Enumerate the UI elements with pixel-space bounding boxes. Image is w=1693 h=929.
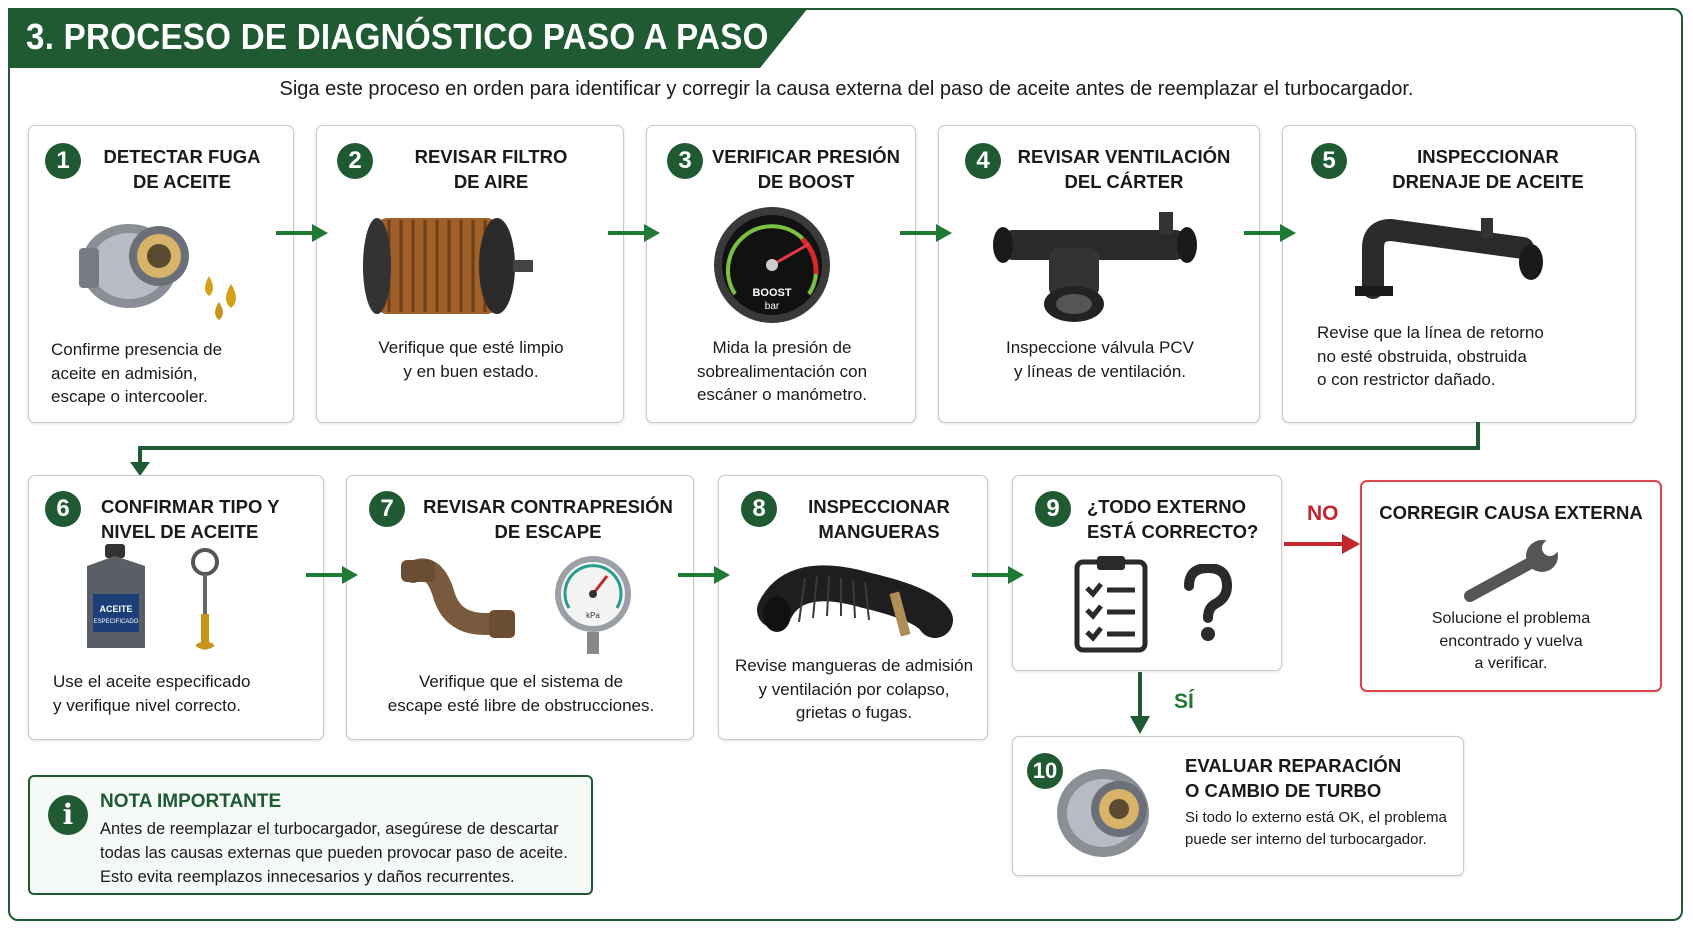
step-card-8: 8 INSPECCIONAR MANGUERAS Revise manguera…	[718, 475, 988, 740]
step-title: INSPECCIONAR DRENAJE DE ACEITE	[1392, 146, 1584, 192]
step-title: REVISAR VENTILACIÓN DEL CÁRTER	[1017, 146, 1231, 192]
flow-arrow-4-5	[1244, 224, 1296, 242]
oil-bottle-dipstick-icon: ACEITE ESPECIFICADO	[87, 544, 219, 650]
step-card-6: 6 CONFIRMAR TIPO Y NIVEL DE ACEITE ACEIT…	[28, 475, 324, 740]
gauge-unit: bar	[765, 301, 780, 312]
step-description: Confirme presencia de aceite en admisión…	[51, 340, 223, 406]
step-number-badge: 10	[1027, 753, 1063, 789]
step-description: Si todo lo externo está OK, el problema …	[1185, 809, 1447, 848]
yes-branch-label: SÍ	[1174, 690, 1194, 713]
step-description: Revise mangueras de admisión y ventilaci…	[734, 656, 974, 722]
step-card-3: 3 VERIFICAR PRESIÓN DE BOOST BOOST bar M…	[646, 125, 916, 423]
title-banner: 3. PROCESO DE DIAGNÓSTICO PASO A PASO	[8, 8, 808, 68]
note-title: NOTA IMPORTANTE	[100, 791, 282, 812]
step-description: Revise que la línea de retorno no esté o…	[1317, 323, 1544, 389]
step-description: Verifique que esté limpio y en buen esta…	[378, 338, 564, 381]
info-icon: i	[48, 795, 88, 835]
note-text: Antes de reemplazar el turbocargador, as…	[100, 820, 568, 886]
step-card-7: 7 REVISAR CONTRAPRESIÓN DE ESCAPE kPa Ve…	[346, 475, 694, 740]
step-card-2: 2 REVISAR FILTRO DE AIRE Verifique que e…	[316, 125, 624, 423]
step-number-badge: 3	[667, 143, 703, 179]
step-number-badge: 6	[45, 491, 81, 527]
step-card-9-decision: 9 ¿TODO EXTERNO ESTÁ CORRECTO?	[1012, 475, 1282, 671]
step-card-1: 1 DETECTAR FUGA DE ACEITE Confirme prese…	[28, 125, 294, 423]
checklist-icon	[1074, 556, 1148, 653]
step-title: INSPECCIONAR MANGUERAS	[808, 496, 950, 542]
boost-gauge-icon: BOOST bar	[714, 207, 830, 323]
turbo-oil-leak-icon	[79, 224, 236, 320]
step-card-4: 4 REVISAR VENTILACIÓN DEL CÁRTER Inspecc…	[938, 125, 1260, 423]
air-filter-icon	[363, 218, 533, 314]
flow-arrow-2-3	[608, 224, 660, 242]
exhaust-pressure-gauge-icon: kPa	[401, 556, 631, 654]
wrench-icon	[1464, 540, 1558, 602]
step-number-badge: 5	[1311, 143, 1347, 179]
step-number-badge: 4	[965, 143, 1001, 179]
flow-arrow-8-9	[972, 566, 1024, 584]
step-title: VERIFICAR PRESIÓN DE BOOST	[711, 146, 901, 192]
correct-box-title: CORREGIR CAUSA EXTERNA	[1379, 502, 1643, 523]
step-number-badge: 9	[1035, 491, 1071, 527]
question-mark-icon	[1184, 564, 1233, 641]
step-number-badge: 2	[337, 143, 373, 179]
no-branch-label: NO	[1307, 502, 1339, 525]
step-title: CONFIRMAR TIPO Y NIVEL DE ACEITE	[101, 496, 280, 542]
step-number-badge: 1	[45, 143, 81, 179]
correct-box-description: Solucione el problema encontrado y vuelv…	[1431, 610, 1591, 672]
turbo-icon	[1057, 769, 1149, 857]
important-note: i NOTA IMPORTANTE Antes de reemplazar el…	[28, 775, 593, 895]
hose-icon	[757, 565, 953, 638]
step-description: Use el aceite especificado y verifique n…	[53, 672, 251, 715]
step-card-10: 10 EVALUAR REPARACIÓN O CAMBIO DE TURBO …	[1012, 736, 1464, 876]
gauge-label: BOOST	[752, 287, 791, 299]
step-title: REVISAR CONTRAPRESIÓN DE ESCAPE	[423, 496, 673, 542]
step-number-badge: 7	[369, 491, 405, 527]
step-card-5: 5 INSPECCIONAR DRENAJE DE ACEITE Revise …	[1282, 125, 1636, 423]
no-branch-arrow	[1284, 534, 1360, 554]
diagram-frame	[8, 8, 1683, 921]
bottle-label: ACEITE	[99, 604, 132, 614]
correct-external-cause-card: CORREGIR CAUSA EXTERNA Solucione el prob…	[1360, 480, 1662, 692]
step-title: ¿TODO EXTERNO ESTÁ CORRECTO?	[1087, 496, 1259, 542]
kpa-label: kPa	[586, 611, 600, 620]
step-title: DETECTAR FUGA DE ACEITE	[103, 146, 261, 192]
flow-arrow-3-4	[900, 224, 952, 242]
flow-arrow-1-2	[276, 224, 328, 242]
step-number-badge: 8	[741, 491, 777, 527]
flow-arrow-6-7	[306, 566, 358, 584]
step-description: Verifique que el sistema de escape esté …	[387, 672, 655, 715]
bottle-sublabel: ESPECIFICADO	[94, 619, 139, 625]
page-title: 3. PROCESO DE DIAGNÓSTICO PASO A PASO	[26, 16, 769, 57]
yes-branch-arrow	[1130, 672, 1150, 734]
step-description: Mida la presión de sobrealimentación con…	[696, 338, 868, 404]
pcv-valve-icon	[993, 212, 1197, 322]
step-title: REVISAR FILTRO DE AIRE	[414, 146, 568, 192]
step-description: Inspeccione válvula PCV y líneas de vent…	[1005, 338, 1195, 381]
page-subtitle: Siga este proceso en orden para identifi…	[279, 78, 1414, 100]
oil-drain-line-icon	[1355, 218, 1543, 299]
flow-connector-5-6	[130, 422, 1480, 476]
step-title: EVALUAR REPARACIÓN O CAMBIO DE TURBO	[1185, 755, 1402, 801]
flow-arrow-7-8	[678, 566, 730, 584]
